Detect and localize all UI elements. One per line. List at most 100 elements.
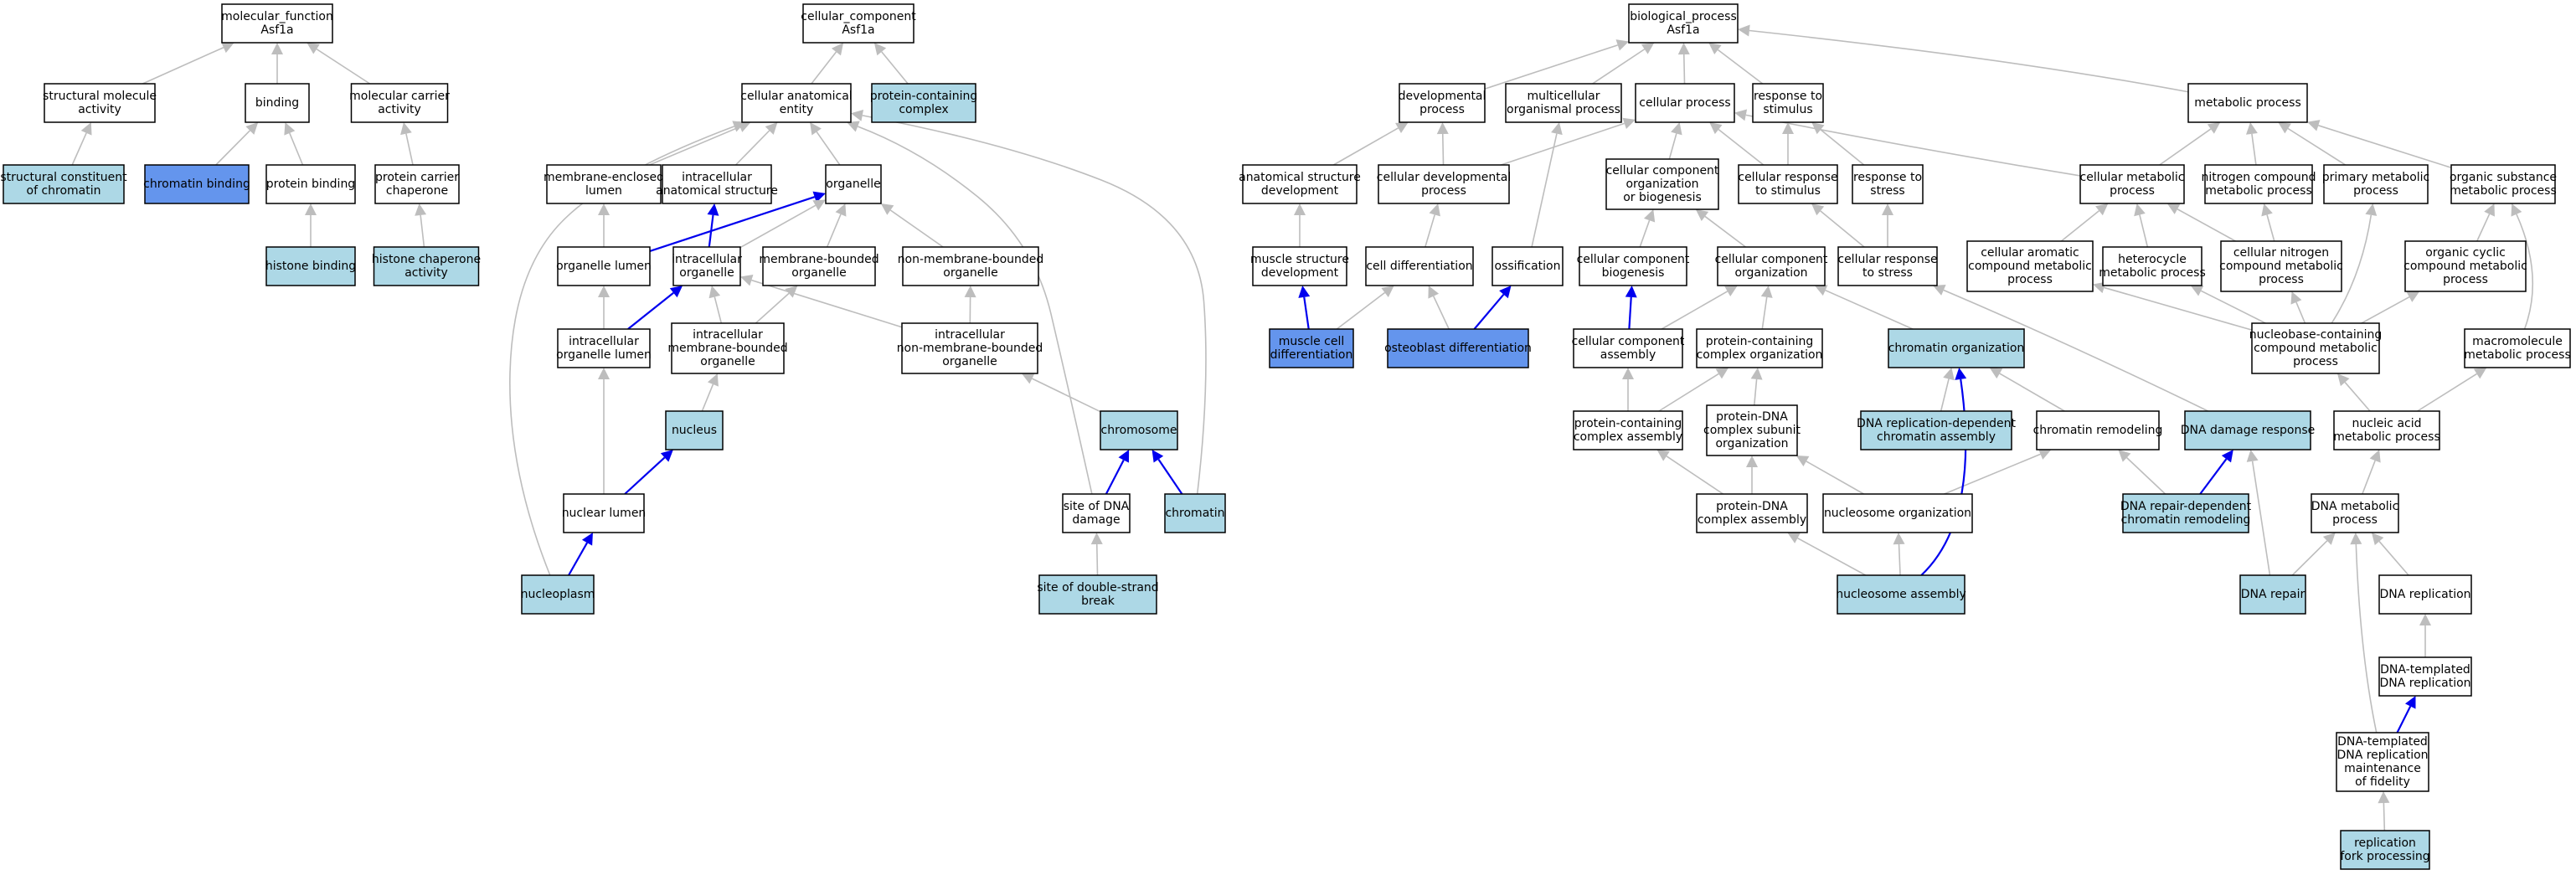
go-term-node-cc_intra_nmb_org: intracellularnon-membrane-boundedorganel… [897, 322, 1043, 374]
node-box [557, 328, 651, 368]
go-term-node-bp_ossif: ossification [1492, 246, 1564, 286]
node-label-line: complex [899, 103, 948, 116]
edge-bp_dna_repair_chrom-to-bp_chrom_remod [2118, 450, 2166, 495]
node-label-line: DNA replication [2336, 749, 2428, 762]
node-label-line: metabolic process [2205, 184, 2312, 198]
node-label-line: molecular_function [221, 10, 333, 23]
edge-arrowhead [1708, 43, 1722, 55]
node-label-line: cellular developmental [1377, 171, 1511, 184]
node-label-line: stress [1870, 184, 1904, 198]
edge-line [826, 214, 842, 248]
edge-bp_metab-to-bp [1738, 24, 2189, 93]
node-label-line: organelle [700, 355, 755, 368]
edge-arrowhead [1615, 39, 1629, 51]
edge-arrowhead [2278, 122, 2291, 134]
edge-line [1661, 291, 1728, 330]
edge-bp_pc_org-to-bp_cc_org [1760, 286, 1773, 330]
node-label-line: osteoblast differentiation [1384, 342, 1532, 355]
edge-arrowhead [1436, 122, 1449, 135]
node-box [2122, 493, 2249, 533]
node-box [1852, 164, 1924, 204]
node-label-line: protein-containing [1574, 417, 1682, 430]
edge-arrowhead [1656, 450, 1670, 461]
edge-arrowhead [1641, 43, 1655, 54]
edge-mf_struct-to-mf [142, 42, 234, 85]
edge-bp_cell_resp_stim-to-bp_cell_proc [1709, 122, 1765, 166]
node-box [2404, 240, 2527, 292]
edge-arrowhead [873, 43, 887, 56]
node-label-line: DNA replication [2379, 677, 2470, 690]
node-label-line: protein binding [266, 178, 355, 191]
node-label-line: chromosome [1101, 424, 1177, 437]
edge-line [1666, 456, 1724, 495]
edge-line [2295, 301, 2306, 324]
node-label-line: process [2443, 273, 2488, 286]
edge-bp_dna_rep-to-bp_dna_metab [2371, 533, 2409, 576]
node-box [557, 246, 651, 286]
go-term-node-bp_dna_rep: DNA replication [2378, 574, 2472, 615]
edge-arrowhead [271, 43, 283, 54]
node-label-line: cellular process [1639, 96, 1730, 110]
node-label-line: histone binding [265, 260, 356, 273]
node-label-line: complex assembly [1698, 513, 1806, 527]
edge-arrowhead [80, 122, 92, 136]
node-box [2184, 410, 2311, 450]
edge-arrowhead [835, 203, 847, 217]
edge-line [1473, 293, 1505, 330]
edge-arrowhead [1709, 122, 1723, 135]
node-label-line: chromatin assembly [1877, 430, 1996, 444]
node-box [1399, 83, 1486, 123]
node-label-line: chromatin remodeling [2033, 424, 2163, 437]
go-term-node-bp_dna_dmg_resp: DNA damage response [2181, 410, 2315, 450]
go-term-node-cc_organelle: organelle [825, 164, 882, 204]
edge-line [1753, 378, 1758, 406]
edge-cc_dsb_site-to-cc_dna_damage_site [1090, 533, 1103, 576]
node-box [2336, 732, 2429, 792]
edge-arrowhead [2484, 203, 2495, 217]
node-label-line: assembly [1600, 348, 1656, 362]
edge-arrowhead [2134, 203, 2146, 217]
edge-mf_histone_bind-to-mf_prot_bind [305, 203, 317, 247]
edge-line [2251, 133, 2257, 166]
edge-line [857, 126, 1093, 495]
node-box [1837, 246, 1938, 286]
edge-line [701, 383, 714, 412]
node-box [2187, 83, 2308, 123]
node-box [902, 246, 1039, 286]
edge-cc_nuc_lumen-to-cc_intra_org_lumen [598, 368, 610, 494]
node-box [546, 164, 662, 204]
edge-arrowhead [831, 43, 844, 56]
node-box [2464, 328, 2571, 368]
node-label-line: cellular response [1738, 171, 1837, 184]
node-label-line: Asf1a [260, 23, 293, 37]
edge-cc_nmb_org-to-cc_organelle [880, 203, 944, 248]
node-box [1706, 404, 1798, 456]
node-label-line: process [2110, 184, 2155, 198]
node-label-line: development [1261, 184, 1339, 198]
node-label-line: cellular_component [801, 10, 916, 23]
edge-arrowhead [2350, 533, 2362, 545]
node-label-line: break [1081, 594, 1115, 608]
node-label-line: Asf1a [1667, 23, 1699, 37]
node-box [1696, 328, 1823, 368]
edge-cc_intra_mb_org-to-cc_mb_org [755, 286, 798, 324]
edge-line [734, 130, 770, 166]
node-label-line: organismal process [1507, 103, 1620, 116]
edge-line [289, 132, 304, 166]
edge-arrowhead [2221, 450, 2233, 463]
edge-line [811, 51, 837, 85]
edge-line [862, 115, 1207, 495]
go-term-node-mf_prot_bind: protein binding [265, 164, 356, 204]
edge-arrowhead [847, 121, 860, 132]
